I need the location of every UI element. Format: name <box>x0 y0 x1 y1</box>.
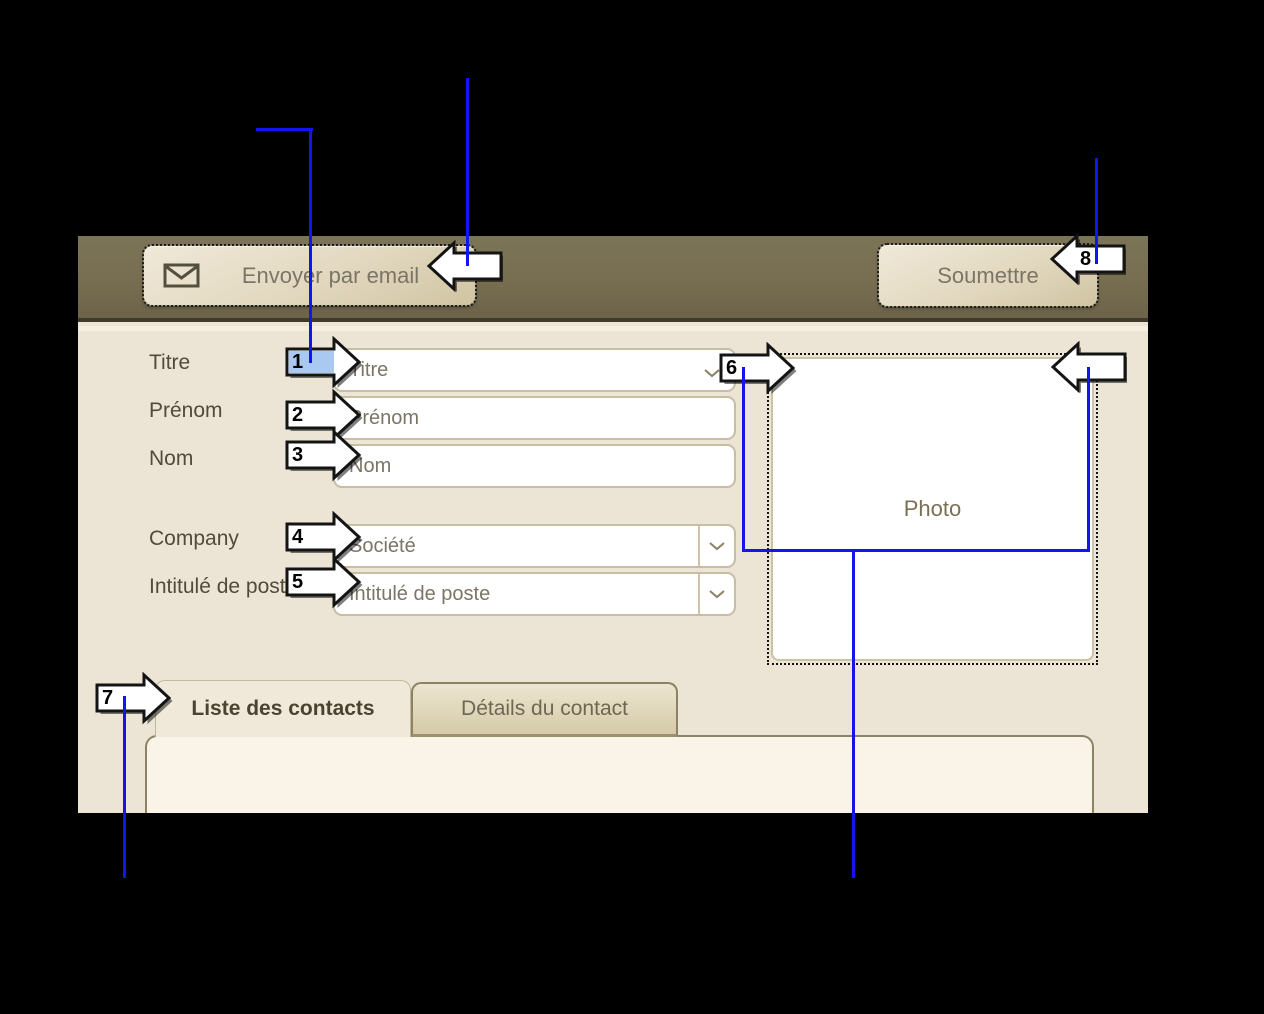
callout-arrow-8: 8 <box>1049 233 1126 286</box>
photo-placeholder: Photo <box>771 357 1094 661</box>
label-nom: Nom <box>149 447 194 470</box>
annotation-line-tabs <box>123 696 126 878</box>
callout-number: 3 <box>292 444 303 466</box>
submit-label: Soumettre <box>937 262 1039 288</box>
callout-number: 7 <box>102 687 113 709</box>
callout-arrow-6: 6 <box>719 342 797 395</box>
chevron-down-icon <box>709 590 725 599</box>
callout-number: 8 <box>1080 248 1091 270</box>
chevron-down-icon <box>709 542 725 551</box>
callout-number: 6 <box>726 357 737 379</box>
send-email-label: Envoyer par email <box>241 262 420 288</box>
label-company: Company <box>149 527 239 550</box>
annotation-line-submit <box>1095 158 1098 264</box>
callout-arrow-5: 5 <box>285 556 363 609</box>
tab-liste-des-contacts[interactable]: Liste des contacts <box>155 680 411 737</box>
envelope-icon <box>163 263 200 288</box>
callout-arrow-7: 7 <box>95 672 173 725</box>
label-prenom: Prénom <box>149 399 223 422</box>
callout-arrow-2: 2 <box>285 389 363 442</box>
nom-input[interactable] <box>335 446 734 486</box>
annotation-line-titre-horizontal <box>256 128 313 131</box>
societe-combobox[interactable] <box>333 524 736 568</box>
intitule-input[interactable] <box>335 574 734 614</box>
societe-input[interactable] <box>335 526 734 566</box>
nom-field[interactable] <box>333 444 736 488</box>
titre-dropdown[interactable] <box>333 348 736 392</box>
callout-number: 4 <box>292 526 304 548</box>
callout-number: 5 <box>292 571 303 593</box>
photo-label: Photo <box>903 496 962 521</box>
callout-number: 2 <box>292 404 303 426</box>
annotation-line-photo-horizontal <box>742 549 1090 552</box>
label-intitule: Intitulé de poste <box>149 575 298 598</box>
prenom-input[interactable] <box>335 398 734 438</box>
annotation-line-titre-vertical <box>309 128 312 363</box>
tab-content-panel <box>145 735 1094 813</box>
annotation-line-email <box>466 78 469 266</box>
label-titre: Titre <box>149 351 191 374</box>
photo-selection-outline: Photo <box>767 353 1098 665</box>
callout-number: 1 <box>292 351 303 373</box>
tab-details-du-contact[interactable]: Détails du contact <box>411 682 678 737</box>
chevron-down-icon <box>704 369 720 378</box>
toolbar-highlight-strip <box>78 326 1148 331</box>
callout-arrow-1: 1 <box>285 336 363 389</box>
societe-dropdown-button[interactable] <box>698 526 734 566</box>
callout-arrow-3: 3 <box>285 429 363 482</box>
prenom-field[interactable] <box>333 396 736 440</box>
annotation-line-photo-stem <box>852 549 855 878</box>
intitule-dropdown-button[interactable] <box>698 574 734 614</box>
contact-form-window: Envoyer par email Soumettre Titre Prénom… <box>78 236 1148 813</box>
intitule-combobox[interactable] <box>333 572 736 616</box>
callout-arrow-4: 4 <box>285 511 363 564</box>
annotation-line-photo-left <box>742 367 745 552</box>
titre-input[interactable] <box>335 350 734 390</box>
submit-button[interactable]: Soumettre <box>877 243 1099 308</box>
tab-details-label: Détails du contact <box>461 697 628 720</box>
callout-arrow-email <box>426 240 503 293</box>
tab-liste-label: Liste des contacts <box>191 697 375 720</box>
annotation-line-photo-right <box>1087 367 1090 552</box>
